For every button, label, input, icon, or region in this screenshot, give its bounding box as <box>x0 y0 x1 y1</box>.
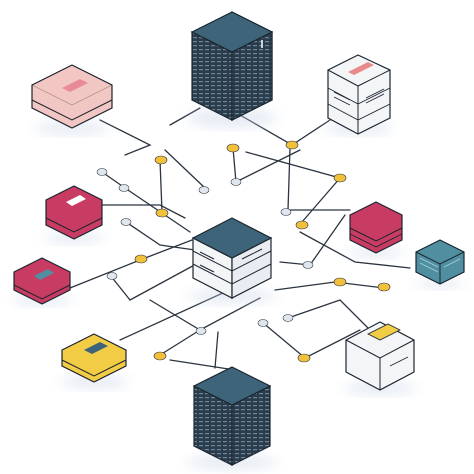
center-server <box>188 217 276 304</box>
yellow-node <box>153 351 167 361</box>
connector-line <box>125 221 196 251</box>
yellow-node <box>154 155 168 165</box>
connector-line <box>299 231 411 269</box>
connector-line <box>287 299 381 341</box>
connector-line <box>101 171 191 233</box>
yellow-node <box>285 140 299 150</box>
tower-server-top <box>187 11 277 128</box>
yellow-box-bottom-left <box>60 333 128 389</box>
magenta-box-left <box>44 185 104 244</box>
connector-line <box>99 204 186 219</box>
yellow-node <box>333 173 347 183</box>
grey-node <box>96 168 108 176</box>
yellow-node <box>333 277 347 287</box>
connector-line <box>169 359 236 371</box>
magenta-box-right <box>348 201 404 258</box>
yellow-node <box>134 254 148 264</box>
teal-box-far-right <box>415 239 465 289</box>
connector-line <box>279 214 346 266</box>
grey-node <box>302 261 314 269</box>
connection-nodes <box>96 140 391 363</box>
grey-node <box>230 178 242 186</box>
tower-server-bottom <box>187 366 277 470</box>
connector-line <box>164 149 206 189</box>
connector-line <box>245 151 342 223</box>
connector-line <box>69 239 193 289</box>
connector-line <box>99 119 152 156</box>
grey-node <box>118 184 130 192</box>
grey-node <box>106 272 118 280</box>
grey-node <box>282 314 294 322</box>
grey-node <box>257 319 269 327</box>
pink-box-top-left <box>31 64 113 135</box>
document-box-bottom-right <box>344 321 416 395</box>
connector-line <box>159 329 201 356</box>
yellow-node <box>226 143 240 153</box>
connector-line <box>214 331 219 369</box>
connector-line <box>169 107 201 126</box>
yellow-node <box>377 282 391 292</box>
connector-line <box>274 281 385 291</box>
pink-box-lower-left <box>12 257 72 306</box>
grey-node <box>120 218 132 226</box>
document-box-top-right <box>324 54 392 135</box>
grey-node <box>198 186 210 194</box>
grey-node <box>195 327 207 335</box>
yellow-node <box>155 208 169 218</box>
yellow-node <box>295 220 309 230</box>
yellow-node <box>297 353 311 363</box>
connector-line <box>109 261 201 301</box>
connector-line <box>261 321 361 359</box>
grey-node <box>280 208 292 216</box>
connector-line <box>159 159 163 213</box>
